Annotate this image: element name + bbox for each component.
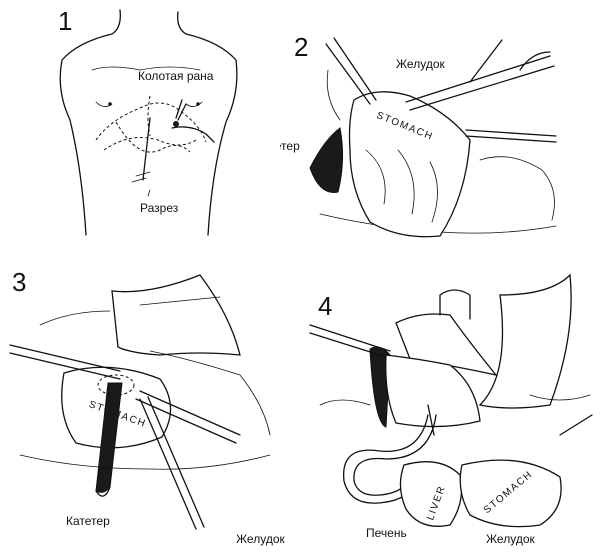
catheter-insertion-illustration: STOMACH <box>9 274 271 530</box>
panel-number: 4 <box>318 291 333 321</box>
label-stomach: Желудок <box>486 532 535 546</box>
label-liver: Печень <box>366 526 407 540</box>
label-incision: Разрез <box>140 201 179 215</box>
label-catheter: Катетер <box>280 139 300 153</box>
panel-4-liver-gastrostomy: LIVER STOMACH 4 Печень Желудок <box>300 255 600 553</box>
panel-1-torso: 1 Колотая рана Разрез <box>0 0 280 250</box>
panel-number: 1 <box>58 6 73 36</box>
label-stab-wound: Колотая рана <box>138 69 214 83</box>
label-catheter: Катетер <box>66 514 110 528</box>
panel-number: 2 <box>294 32 309 62</box>
panel-3-catheter-placement: STOMACH 3 Катетер Желудок <box>0 255 300 553</box>
label-stomach: Желудок <box>236 532 285 546</box>
torso-illustration <box>59 9 238 236</box>
stomach-clamp-illustration: STOMACH <box>309 37 557 238</box>
panel-2-stomach-clamps: STOMACH 2 Желудок Катетер <box>280 0 600 255</box>
liver-gastrostomy-illustration: LIVER STOMACH <box>309 273 593 528</box>
label-stomach: Желудок <box>396 57 445 71</box>
panel-number: 3 <box>12 267 27 297</box>
